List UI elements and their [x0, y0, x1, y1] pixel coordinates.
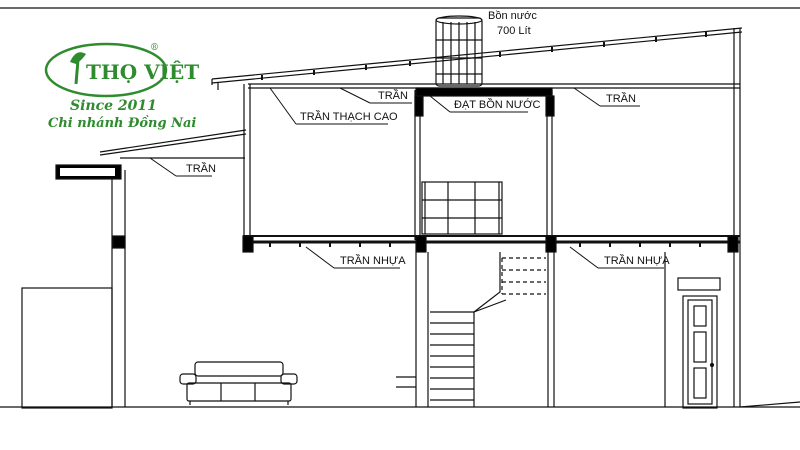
staircase: [396, 252, 546, 407]
registered-mark: ®: [150, 43, 159, 53]
leader-tran-right: [573, 87, 601, 107]
tran-nhua-right-label: TRẦN NHỰA: [604, 255, 670, 267]
upper-roof-top: [211, 27, 743, 80]
water-tank: [435, 15, 483, 87]
tank-label: Bồn nước: [488, 10, 537, 22]
leader-tran-thach-cao: [269, 87, 297, 125]
leader-tran-left: [149, 157, 177, 177]
shelf-unit: [421, 181, 503, 235]
brand-branch: Chi nhánh Đồng Nai: [48, 116, 197, 131]
tran-left-label: TRẦN: [186, 163, 216, 175]
neighbor-building: [21, 287, 113, 409]
lower-roof-top: [99, 129, 247, 153]
tran-thach-cao-label: TRẦN THẠCH CAO: [300, 111, 398, 123]
ground-slope: [739, 401, 800, 408]
tank-platform: [415, 87, 553, 97]
door: [677, 277, 721, 409]
lower-roof-bottom: [99, 133, 247, 156]
brand-name: THỌ VIỆT: [86, 60, 200, 84]
tran-right-label: TRẦN: [606, 93, 636, 105]
tran-top-label: TRẦN: [378, 90, 408, 102]
sofa: [179, 361, 298, 405]
tran-nhua-left-label: TRẦN NHỰA: [340, 255, 406, 267]
tank-capacity-label: 700 Lít: [497, 25, 531, 37]
leader-tran-top: [339, 87, 371, 104]
leader-tran-nhua-right: [569, 246, 599, 269]
brand-logo: [44, 42, 168, 98]
leader-dat-bon-nuoc: [429, 95, 451, 113]
dat-bon-nuoc-label: ĐẠT BỒN NƯỚC: [454, 99, 541, 111]
brand-since: Since 2011: [70, 98, 157, 114]
leader-tran-nhua-left: [305, 246, 335, 269]
